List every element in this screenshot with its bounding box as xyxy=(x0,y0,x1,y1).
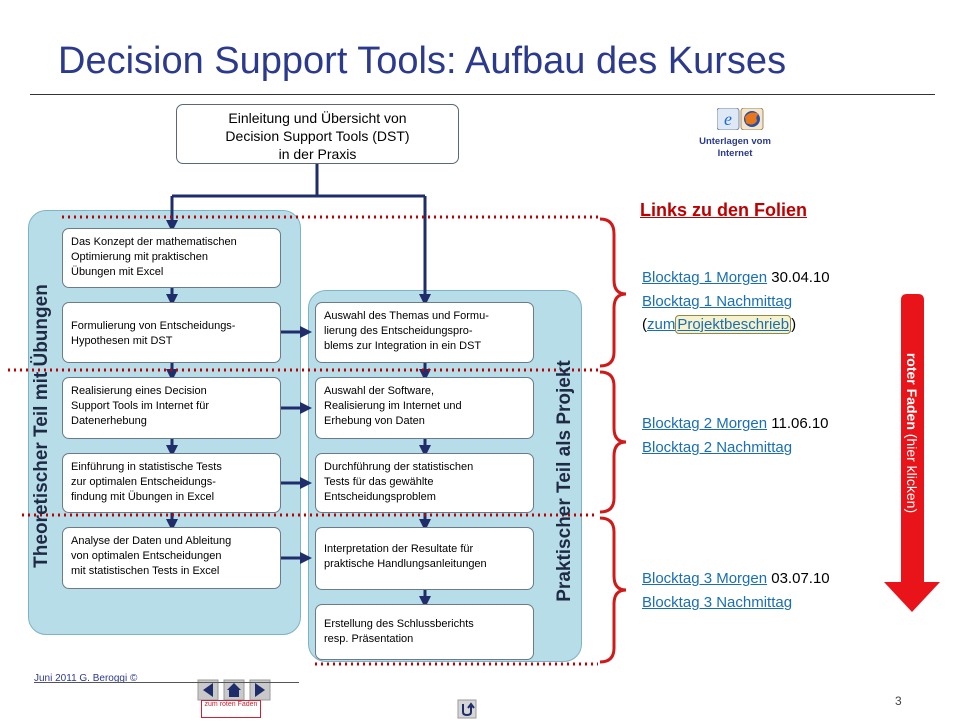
link-zum[interactable]: zum xyxy=(647,316,676,333)
date-b1: 30.04.10 xyxy=(767,269,830,286)
link-blocktag1-morgen[interactable]: Blocktag 1 Morgen xyxy=(642,269,768,286)
return-icon xyxy=(462,702,475,717)
home-button[interactable] xyxy=(224,680,244,700)
red-thread-label[interactable]: roter Faden (hier klicken) xyxy=(904,352,920,514)
prev-slide-button[interactable] xyxy=(198,680,218,700)
link-row-b3-afternoon: Blocktag 3 Nachmittag xyxy=(642,593,792,613)
practice-vertical-label: Praktischer Teil als Projekt xyxy=(554,360,575,602)
return-button[interactable] xyxy=(458,700,476,718)
practice-box-2: Auswahl der Software,Realisierung im Int… xyxy=(315,377,534,439)
browser-icons[interactable]: e xyxy=(716,107,765,131)
red-thread-arrow xyxy=(884,294,940,612)
link-row-b2-morning: Blocktag 2 Morgen 11.06.10 xyxy=(642,414,829,434)
red-thread-button[interactable]: zum roten Faden xyxy=(201,700,261,718)
footer-divider xyxy=(34,682,299,683)
firefox-icon xyxy=(745,112,759,125)
date-b2: 11.06.10 xyxy=(767,415,829,432)
link-projektbeschrieb[interactable]: Projektbeschrieb xyxy=(675,315,792,334)
link-blocktag1-nachmittag[interactable]: Blocktag 1 Nachmittag xyxy=(642,293,793,310)
link-row-b2-afternoon: Blocktag 2 Nachmittag xyxy=(642,438,792,458)
intro-box: Einleitung und Übersicht von Decision Su… xyxy=(176,104,459,164)
slide-title: Decision Support Tools: Aufbau des Kurse… xyxy=(58,40,787,82)
page-number: 3 xyxy=(895,694,902,708)
link-row-b1-afternoon: Blocktag 1 Nachmittag xyxy=(642,292,792,312)
practice-box-1: Auswahl des Themas und Formu-lierung des… xyxy=(315,302,534,363)
footer-text: Juni 2011 G. Beroggi © xyxy=(34,673,138,684)
next-arrow-icon xyxy=(255,683,265,697)
ie-icon: e xyxy=(724,109,732,129)
link-blocktag3-nachmittag[interactable]: Blocktag 3 Nachmittag xyxy=(642,594,793,611)
links-heading: Links zu den Folien xyxy=(640,200,808,220)
home-icon xyxy=(227,683,241,697)
prev-arrow-icon xyxy=(203,683,213,697)
title-divider xyxy=(30,94,935,95)
link-blocktag3-morgen[interactable]: Blocktag 3 Morgen xyxy=(642,570,768,587)
next-slide-button[interactable] xyxy=(250,680,270,700)
link-row-b3-morning: Blocktag 3 Morgen 03.07.10 xyxy=(642,569,830,589)
theory-vertical-label: Theoretischer Teil mit Übungen xyxy=(31,284,52,568)
link-blocktag2-nachmittag[interactable]: Blocktag 2 Nachmittag xyxy=(642,439,793,456)
internet-label: Unterlagen vom Internet xyxy=(699,136,771,159)
link-row-b1-morning: Blocktag 1 Morgen 30.04.10 xyxy=(642,268,830,288)
link-blocktag2-morgen[interactable]: Blocktag 2 Morgen xyxy=(642,415,768,432)
theory-box-2: Formulierung von Entscheidungs-Hypothese… xyxy=(62,302,281,363)
date-b3: 03.07.10 xyxy=(767,570,830,587)
